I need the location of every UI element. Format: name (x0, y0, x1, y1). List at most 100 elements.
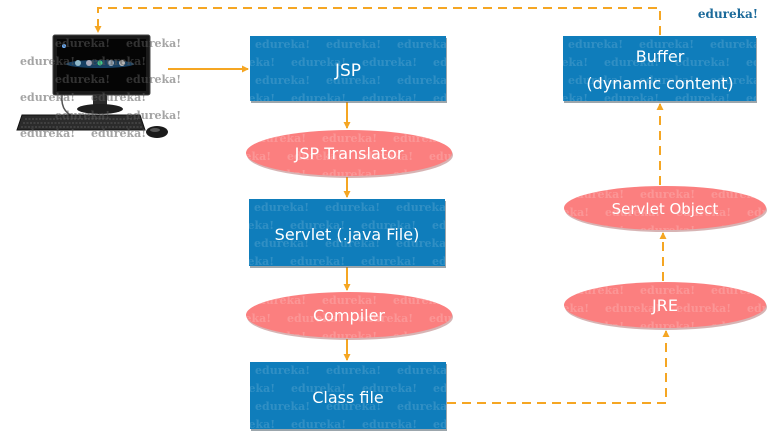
node-jsp: edureka! edureka! edureka! edureka! edureka!… (250, 36, 488, 105)
node-class-file: edureka! edureka! edureka! edureka! edureka!… (220, 362, 488, 431)
watermark-text: edureka! (55, 109, 110, 122)
watermark-text: edureka! (533, 56, 588, 69)
watermark-text: edureka! (397, 38, 452, 51)
watermark-text: edureka! (251, 294, 306, 307)
watermark-pattern: edureka! edureka! edureka! edureka! edureka!… (219, 201, 487, 268)
edge-buffer-to-client (94, 7, 661, 35)
watermark-text: edureka! (126, 73, 181, 86)
watermark-text: edureka! (640, 320, 695, 333)
watermark-text: edureka! (433, 382, 488, 395)
watermark-text: edureka! (126, 109, 181, 122)
class-file-box (250, 362, 446, 429)
watermark-text: edureka! (568, 74, 623, 87)
watermark-pattern: edureka! edureka! edureka! edureka! edureka!… (220, 364, 488, 431)
watermark-text: edureka! (254, 201, 309, 214)
watermark-text: edureka! (255, 38, 310, 51)
watermark-text: edureka! (322, 330, 377, 343)
servlet-object-ellipse (564, 186, 766, 230)
watermark-text: edureka! (216, 150, 271, 163)
class-file-label: Class file (312, 388, 384, 407)
watermark-text: edureka! (20, 127, 75, 140)
watermark-text: edureka! (362, 92, 417, 105)
watermark-text: edureka! (710, 38, 765, 51)
watermark-text: edureka! (322, 294, 377, 307)
servlet-java-box (249, 199, 445, 266)
watermark-text: edureka! (291, 418, 346, 431)
watermark-text: edureka! (568, 38, 623, 51)
watermark-text: edureka! (675, 92, 730, 105)
watermark-text: edureka! (433, 92, 488, 105)
watermark-text: edureka! (255, 74, 310, 87)
watermark-text: edureka! (711, 188, 766, 201)
watermark-text: edureka! (676, 302, 731, 315)
watermark-text: edureka! (255, 364, 310, 377)
watermark-text: edureka! (676, 206, 731, 219)
watermark-text: edureka! (91, 127, 146, 140)
watermark-text: edureka! (91, 91, 146, 104)
watermark-text: edureka! (397, 74, 452, 87)
watermark-text: edureka! (20, 55, 75, 68)
watermark-text: edureka! (711, 284, 766, 297)
watermark-text: edureka! (254, 237, 309, 250)
watermark-text: edureka! (287, 312, 342, 325)
watermark-text: edureka! (361, 255, 416, 268)
watermark-text: edureka! (534, 302, 589, 315)
watermark-text: edureka! (55, 73, 110, 86)
jre-ellipse (564, 282, 766, 328)
watermark-text: edureka! (291, 56, 346, 69)
watermark-text: edureka! (429, 312, 484, 325)
watermark-text: edureka! (675, 56, 730, 69)
watermark-text: edureka! (219, 219, 274, 232)
edureka-logo: edureka! (697, 7, 758, 21)
servlet-java-label: Servlet (.java File) (275, 225, 420, 244)
watermark-text: edureka! (433, 56, 488, 69)
buffer-label-line1: Buffer (636, 47, 685, 66)
watermark-text: edureka! (432, 219, 487, 232)
buffer-label-line2: (dynamic content) (586, 74, 733, 93)
watermark-text: edureka! (604, 92, 659, 105)
watermark-text: edureka! (569, 284, 624, 297)
node-servlet-java-file: edureka! edureka! edureka! edureka! edureka!… (219, 199, 487, 268)
watermark-text: edureka! (710, 74, 765, 87)
watermark-text: edureka! (604, 56, 659, 69)
watermark-text: edureka! (358, 312, 413, 325)
watermark-text: edureka! (605, 302, 660, 315)
jsp-translator-label: JSP Translator (294, 144, 404, 163)
watermark-text: edureka! (639, 74, 694, 87)
watermark-text: edureka! (396, 237, 451, 250)
compiler-ellipse (246, 292, 452, 338)
watermark-text: edureka! (126, 37, 181, 50)
watermark-text: edureka! (362, 56, 417, 69)
watermark-text: edureka! (534, 206, 589, 219)
watermark-text: edureka! (322, 168, 377, 181)
watermark-pattern: edureka! edureka! edureka! edureka! edureka!… (533, 38, 768, 105)
watermark-text: edureka! (325, 237, 380, 250)
watermark-text: edureka! (287, 150, 342, 163)
watermark-text: edureka! (255, 400, 310, 413)
servlet-object-label: Servlet Object (612, 200, 719, 218)
watermark-text: edureka! (325, 201, 380, 214)
client-computer (16, 34, 168, 138)
watermark-text: edureka! (747, 302, 768, 315)
watermark-text: edureka! (746, 56, 768, 69)
desktop-computer-icon (16, 34, 168, 138)
watermark-pattern: edureka! edureka! edureka! edureka! edureka!… (250, 38, 488, 105)
watermark-text: edureka! (326, 74, 381, 87)
node-servlet-object: edureka!edureka!edureka!edureka!edureka!… (534, 186, 767, 232)
watermark-text: edureka! (55, 37, 110, 50)
watermark-text: edureka! (533, 92, 588, 105)
watermark-text: edureka! (220, 418, 275, 431)
watermark-text: edureka! (326, 400, 381, 413)
watermark-text: edureka! (290, 219, 345, 232)
jsp-box (250, 36, 446, 101)
watermark-text: edureka! (326, 364, 381, 377)
watermark-text: edureka! (429, 150, 484, 163)
watermark-text: edureka! (640, 284, 695, 297)
watermark-text: edureka! (20, 91, 75, 104)
watermark-text: edureka! (291, 382, 346, 395)
watermark-text: edureka! (640, 188, 695, 201)
watermark-text: edureka! (396, 201, 451, 214)
watermark-text: edureka! (220, 382, 275, 395)
watermark-text: edureka! (362, 418, 417, 431)
